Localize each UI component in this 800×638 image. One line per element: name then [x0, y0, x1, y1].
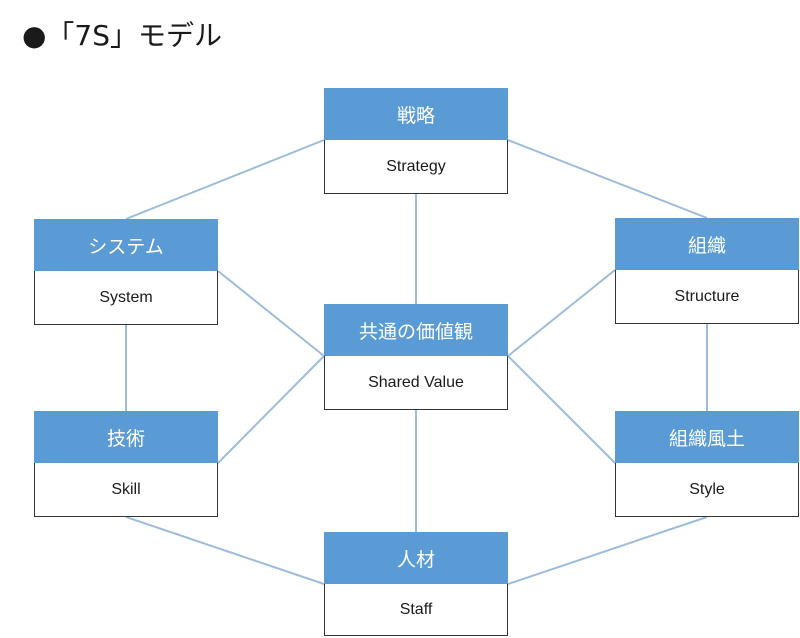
connector-strategy-structure	[507, 139, 708, 219]
connector-style-staff	[507, 516, 708, 585]
node-strategy-label: Strategy	[324, 140, 508, 194]
node-style-header: 組織風土	[615, 411, 799, 463]
connector-system-shared	[217, 270, 325, 357]
node-strategy: 戦略 Strategy	[324, 88, 508, 194]
node-staff-label: Staff	[324, 584, 508, 636]
node-style: 組織風土 Style	[615, 411, 799, 517]
node-shared-value-header: 共通の価値観	[324, 304, 508, 356]
node-structure-header: 組織	[615, 218, 799, 270]
node-structure: 組織 Structure	[615, 218, 799, 324]
connector-skill-staff	[125, 516, 325, 585]
node-system-label: System	[34, 271, 218, 325]
page-title: ●「7S」モデル	[22, 19, 223, 52]
node-system: システム System	[34, 219, 218, 325]
node-staff: 人材 Staff	[324, 532, 508, 636]
connector-strategy-system	[125, 139, 325, 220]
connector-skill-shared	[217, 355, 325, 464]
node-strategy-header: 戦略	[324, 88, 508, 140]
node-skill: 技術 Skill	[34, 411, 218, 517]
node-skill-header: 技術	[34, 411, 218, 463]
node-style-label: Style	[615, 463, 799, 517]
connector-structure-shared	[507, 269, 616, 357]
node-system-header: システム	[34, 219, 218, 271]
connector-style-shared	[507, 355, 616, 464]
node-shared-value: 共通の価値観 Shared Value	[324, 304, 508, 410]
node-shared-value-label: Shared Value	[324, 356, 508, 410]
node-staff-header: 人材	[324, 532, 508, 584]
node-skill-label: Skill	[34, 463, 218, 517]
node-structure-label: Structure	[615, 270, 799, 324]
